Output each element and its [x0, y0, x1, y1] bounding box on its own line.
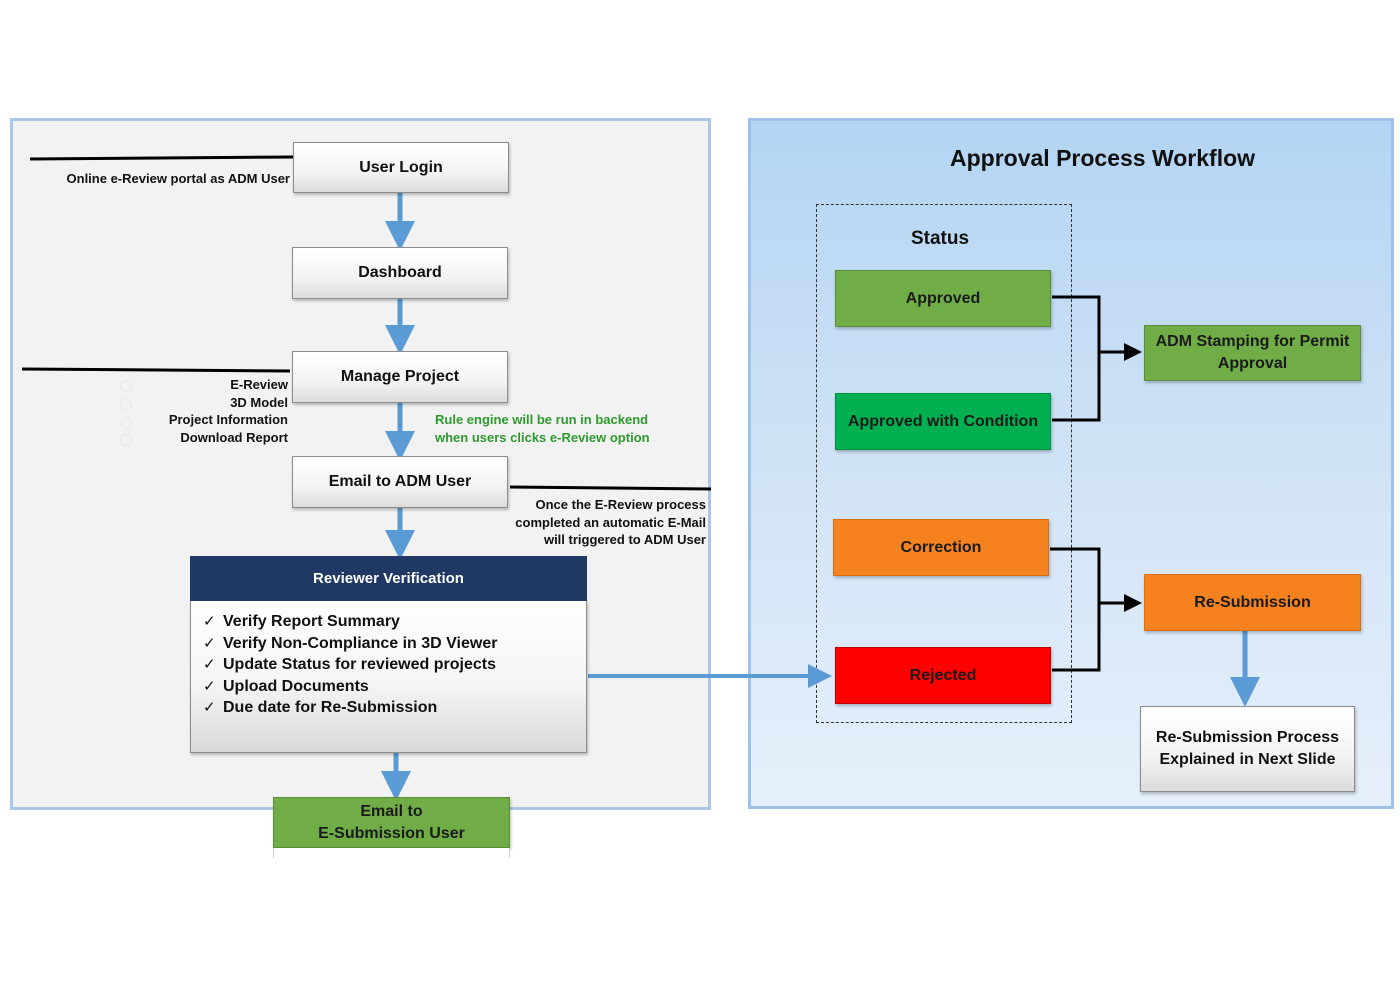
resubmission-label: Re-Submission: [1194, 593, 1311, 611]
reviewer-item-text: Due date for Re-Submission: [223, 699, 438, 716]
resubmission-next-line2: Explained in Next Slide: [1159, 751, 1336, 768]
project-item-download: Download Report: [180, 429, 288, 445]
project-item-information: Project Information: [168, 412, 288, 427]
resubmission-next-box: Re-Submission Process Explained in Next …: [1140, 706, 1355, 792]
reviewer-item: ✓ Update Status for reviewed projects: [203, 654, 586, 676]
email-adm-label: Email to ADM User: [328, 473, 472, 490]
reviewer-verification-header: Reviewer Verification: [190, 556, 587, 601]
email-adm-box: Email to ADM User: [292, 456, 508, 508]
status-approved-condition-label: Approved with Condition: [847, 412, 1039, 430]
reviewer-item-text: Update Status for reviewed projects: [223, 656, 496, 673]
check-circle-icon: [120, 380, 132, 392]
email-trigger-note: Once the E-Review process completed an a…: [490, 496, 706, 549]
email-esubmission-line2: E-Submission User: [318, 824, 465, 842]
reviewer-item-text: Upload Documents: [223, 677, 369, 695]
reviewer-item-text: Verify Report Summary: [223, 613, 400, 630]
status-correction-label: Correction: [900, 538, 982, 556]
rule-engine-note: Rule engine will be run in backend when …: [435, 411, 695, 447]
login-note-text: Online e-Review portal as ADM User: [66, 171, 290, 186]
status-title: Status: [880, 228, 1000, 250]
approval-workflow-title-text: Approval Process Workflow: [950, 145, 1256, 171]
adm-stamping-line1: ADM Stamping for Permit: [1155, 333, 1350, 350]
reviewer-item: ✓ Due date for Re-Submission: [203, 697, 586, 719]
approval-workflow-title: Approval Process Workflow: [950, 145, 1255, 172]
project-item-ereview: E-Review: [230, 377, 288, 392]
status-correction: Correction: [833, 519, 1049, 576]
bracket-correction: [1050, 547, 1101, 672]
rule-engine-line2: when users clicks e-Review option: [435, 430, 650, 445]
status-approved-label: Approved: [905, 289, 981, 307]
reviewer-verification-title: Reviewer Verification: [313, 570, 464, 587]
status-approved-with-condition: Approved with Condition: [835, 393, 1051, 450]
email-esubmission-shadow: [273, 848, 510, 858]
email-note-line3: will triggered to ADM User: [543, 532, 706, 547]
manage-project-label: Manage Project: [340, 368, 460, 385]
project-items-note: E-Review 3D Model Project Information Do…: [120, 376, 288, 446]
login-callout-line: [29, 155, 295, 161]
project-callout-line: [21, 367, 291, 373]
reviewer-item: ✓ Upload Documents: [203, 676, 586, 698]
dashboard-box: Dashboard: [292, 247, 508, 299]
check-icon: ✓: [203, 699, 216, 716]
status-rejected-label: Rejected: [909, 666, 977, 684]
reviewer-verification-list: ✓ Verify Report Summary ✓ Verify Non-Com…: [190, 601, 587, 753]
reviewer-item-text: Verify Non-Compliance in 3D Viewer: [223, 634, 498, 652]
check-icon: ✓: [203, 613, 216, 630]
email-callout-line: [509, 485, 712, 491]
reviewer-item: ✓ Verify Report Summary: [203, 611, 586, 633]
status-title-text: Status: [910, 228, 970, 249]
manage-project-box: Manage Project: [292, 351, 508, 403]
resubmission-next-line1: Re-Submission Process: [1155, 729, 1340, 746]
check-icon: ✓: [203, 656, 216, 673]
download-icon: [120, 434, 132, 446]
user-login-box: User Login: [293, 142, 509, 193]
bracket-approved: [1052, 295, 1101, 422]
status-rejected: Rejected: [835, 647, 1051, 704]
reviewer-item: ✓ Verify Non-Compliance in 3D Viewer: [203, 633, 586, 655]
project-item-3d-model: 3D Model: [230, 394, 288, 410]
cube-icon: [120, 399, 132, 411]
login-note: Online e-Review portal as ADM User: [40, 170, 290, 188]
email-esubmission-box: Email to E-Submission User: [273, 797, 510, 848]
email-esubmission-line1: Email to: [360, 802, 423, 820]
rule-engine-line1: Rule engine will be run in backend: [435, 412, 649, 427]
dashboard-label: Dashboard: [358, 264, 442, 281]
email-note-line1: Once the E-Review process: [535, 497, 706, 512]
check-icon: ✓: [203, 634, 216, 652]
user-login-label: User Login: [359, 158, 443, 176]
email-note-line2: completed an automatic E-Mail: [515, 514, 706, 530]
adm-stamping-line2: Approval: [1217, 355, 1288, 372]
status-group-frame: [816, 204, 1072, 723]
adm-stamping-box: ADM Stamping for Permit Approval: [1144, 325, 1361, 381]
check-icon: ✓: [203, 677, 216, 695]
resubmission-box: Re-Submission: [1144, 574, 1361, 631]
status-approved: Approved: [835, 270, 1051, 327]
info-icon: [120, 417, 132, 429]
